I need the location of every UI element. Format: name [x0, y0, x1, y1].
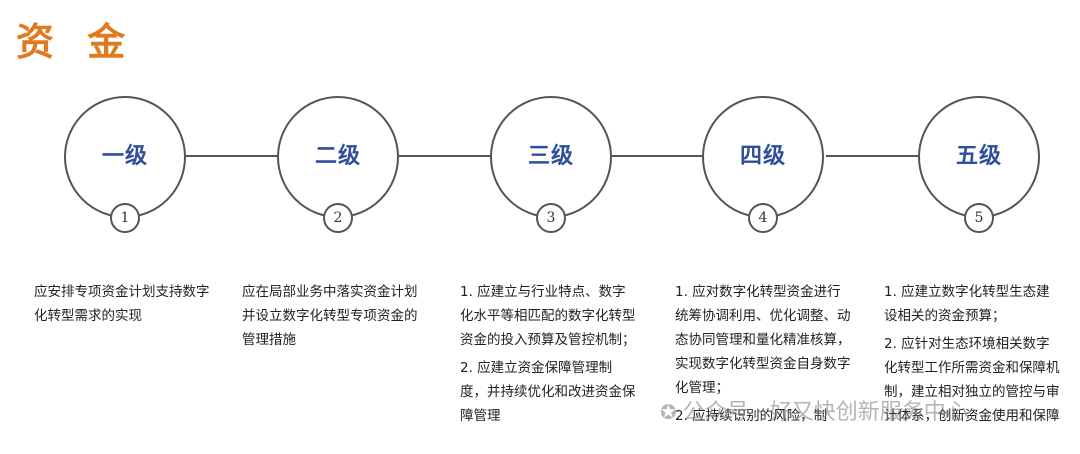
level-4-text-2: 2. 应持续识别的风险，制: [675, 408, 828, 424]
page-title: 资 金: [16, 20, 136, 64]
connector-line-2-3: [398, 155, 492, 157]
level-name-5: 五级: [955, 144, 1002, 169]
level-3-text-2: 2. 应建立资金保障管理制度，并持续优化和改进资金保障管理: [460, 360, 636, 424]
level-5-text-2: 2. 应针对生态环境相关数字化转型工作所需资金和保障机制，建立相对独立的管控与审…: [884, 336, 1060, 424]
level-description-1: 应安排专项资金计划支持数字化转型需求的实现: [34, 280, 210, 332]
level-circle-2: 二级: [277, 96, 399, 218]
level-number-badge-4: 4: [748, 203, 778, 233]
level-description-3: 1. 应建立与行业特点、数字化水平等相匹配的数字化转型资金的投入预算及管控机制；…: [460, 280, 636, 432]
level-name-1: 一级: [101, 144, 148, 169]
level-circle-4: 四级: [702, 96, 824, 218]
level-circle-5: 五级: [918, 96, 1040, 218]
level-2-text-1: 应在局部业务中落实资金计划并设立数字化转型专项资金的管理措施: [242, 284, 418, 348]
connector-line-3-4: [612, 155, 704, 157]
connector-line-1-2: [186, 155, 284, 157]
level-circle-3: 三级: [490, 96, 612, 218]
level-name-4: 四级: [739, 144, 786, 169]
level-5-text-1: 1. 应建立数字化转型生态建设相关的资金预算；: [884, 284, 1050, 324]
level-name-3: 三级: [527, 144, 574, 169]
level-description-5: 1. 应建立数字化转型生态建设相关的资金预算； 2. 应针对生态环境相关数字化转…: [884, 280, 1060, 432]
level-number-badge-3: 3: [536, 203, 566, 233]
level-description-2: 应在局部业务中落实资金计划并设立数字化转型专项资金的管理措施: [242, 280, 418, 356]
wechat-icon: ✪: [660, 400, 677, 424]
level-circle-1: 一级: [64, 96, 186, 218]
watermark: ✪公众号 · 好又快创新服务中心: [660, 394, 968, 426]
level-number-badge-5: 5: [964, 203, 994, 233]
watermark-text: 公众号 · 好又快创新服务中心: [682, 400, 968, 425]
level-4-text-1: 1. 应对数字化转型资金进行统筹协调利用、优化调整、动态协同管理和量化精准核算，…: [675, 284, 851, 396]
level-3-text-1: 1. 应建立与行业特点、数字化水平等相匹配的数字化转型资金的投入预算及管控机制；: [460, 284, 636, 348]
level-number-badge-1: 1: [110, 203, 140, 233]
level-number-badge-2: 2: [323, 203, 353, 233]
level-1-text-1: 应安排专项资金计划支持数字化转型需求的实现: [34, 284, 210, 324]
level-description-4: 1. 应对数字化转型资金进行统筹协调利用、优化调整、动态协同管理和量化精准核算，…: [675, 280, 851, 432]
level-name-2: 二级: [314, 144, 361, 169]
connector-line-4-5: [826, 155, 920, 157]
